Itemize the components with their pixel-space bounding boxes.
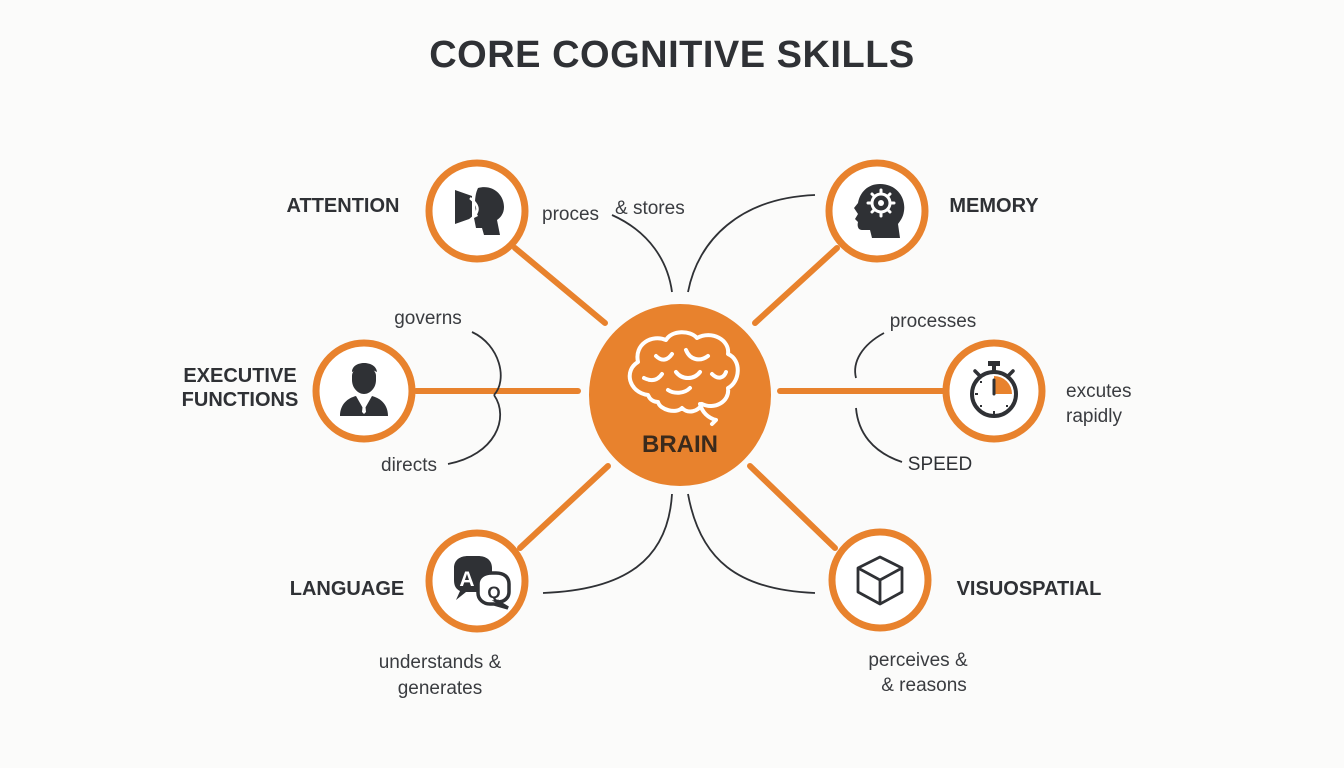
executive-relation-bottom: directs xyxy=(381,455,437,476)
visuospatial-label: VISUOSPATIAL xyxy=(957,578,1102,600)
connector-arcs xyxy=(447,194,903,594)
businessman-icon xyxy=(340,363,388,416)
brain-icon xyxy=(627,330,740,426)
speed-label: SPEED xyxy=(908,454,972,475)
svg-text:A: A xyxy=(459,568,474,591)
hub-circle xyxy=(589,304,771,486)
brain-hub: BRAIN xyxy=(589,304,771,486)
executive-label-line-2: FUNCTIONS xyxy=(182,389,299,411)
head-profile-icon xyxy=(455,187,504,235)
visuospatial-relation-line-1: perceives & xyxy=(868,650,968,671)
node-executive-functions: EXECUTIVE FUNCTIONS xyxy=(182,339,416,443)
attention-relation: proces xyxy=(542,204,599,225)
arc-memory xyxy=(687,194,816,293)
spoke-memory xyxy=(752,245,840,326)
arc-speed xyxy=(855,407,903,463)
speech-bubbles-icon: A Q xyxy=(454,556,511,610)
arc-visuospatial xyxy=(687,493,816,594)
language-relation-line-1: understands & xyxy=(379,652,502,673)
head-gear-icon xyxy=(854,184,905,238)
cube-icon xyxy=(856,555,904,606)
attention-label: ATTENTION xyxy=(287,195,400,217)
node-attention: ATTENTION xyxy=(287,159,529,263)
arc-language xyxy=(542,493,673,594)
hub-label: BRAIN xyxy=(642,431,718,458)
memory-relation: & stores xyxy=(615,198,685,219)
arc-directs xyxy=(447,394,502,465)
executive-relation-top: governs xyxy=(394,308,462,329)
node-memory: MEMORY xyxy=(825,159,1039,263)
visuospatial-relation-line-2: & reasons xyxy=(881,675,967,696)
spoke-language xyxy=(517,463,611,551)
node-speed xyxy=(942,339,1046,443)
speed-relation-line-1: excutes xyxy=(1066,381,1131,402)
stopwatch-icon xyxy=(970,361,1018,418)
memory-label: MEMORY xyxy=(949,195,1039,217)
speed-relation-top: processes xyxy=(890,311,977,332)
language-relation-line-2: generates xyxy=(398,678,483,699)
language-label: LANGUAGE xyxy=(290,578,404,600)
node-language: A Q LANGUAGE xyxy=(290,529,529,633)
arc-governs xyxy=(471,331,502,396)
svg-text:Q: Q xyxy=(487,583,500,602)
spoke-visuospatial xyxy=(747,463,838,551)
spoke-attention xyxy=(512,245,608,326)
executive-label-line-1: EXECUTIVE xyxy=(183,365,296,387)
page-title: CORE COGNITIVE SKILLS xyxy=(429,34,915,76)
arc-attention xyxy=(611,214,673,293)
arc-processes xyxy=(854,332,885,379)
speed-relation-line-2: rapidly xyxy=(1066,406,1122,427)
node-visuospatial: VISUOSPATIAL xyxy=(828,528,1102,632)
